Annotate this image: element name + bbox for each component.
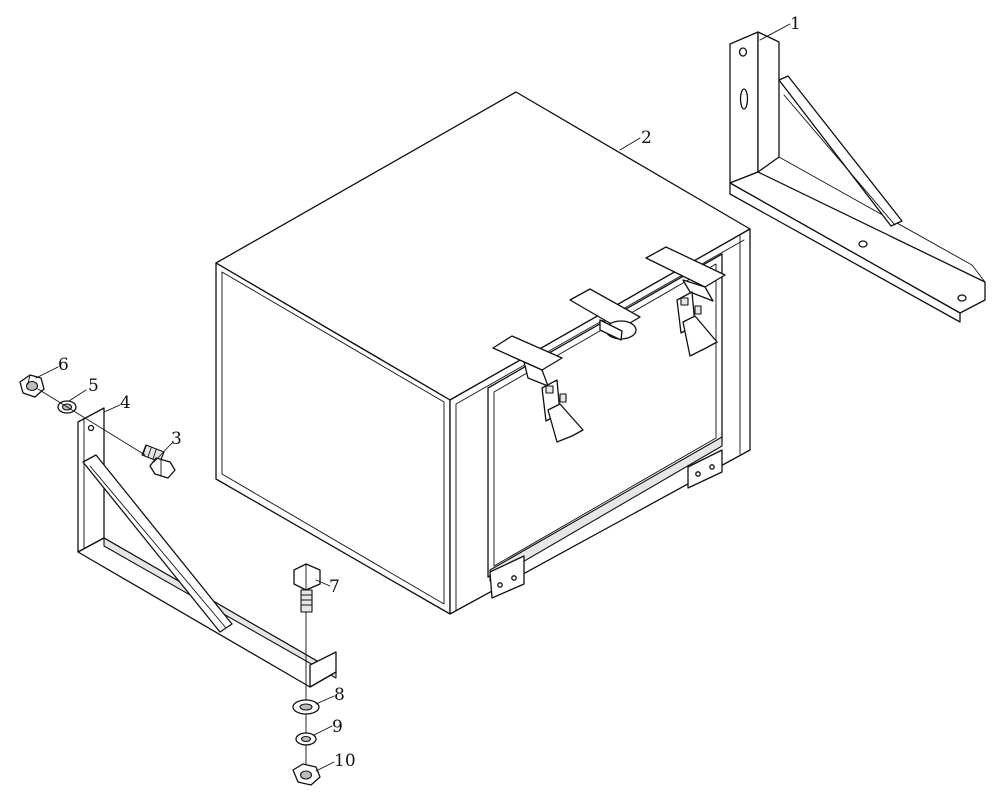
assembly-lines — [37, 388, 307, 766]
callout-leaders — [35, 23, 791, 772]
callout-6: 6 — [58, 355, 69, 375]
part-7-bolt — [293, 563, 321, 613]
part-9-spring-washer — [295, 732, 317, 746]
part-6-nut — [19, 374, 45, 398]
part-3-bolt — [141, 444, 176, 479]
callout-9: 9 — [332, 717, 343, 737]
callout-8: 8 — [334, 685, 345, 705]
callout-labels: 1 2 3 4 5 6 7 8 9 10 — [58, 14, 801, 771]
callout-10: 10 — [334, 751, 356, 771]
callout-2: 2 — [641, 128, 652, 148]
callout-4: 4 — [120, 393, 131, 413]
callout-7: 7 — [329, 577, 340, 597]
callout-5: 5 — [88, 376, 99, 396]
callout-1: 1 — [790, 14, 801, 34]
part-4-left-bracket — [77, 407, 337, 688]
part-2-tool-box — [215, 91, 751, 615]
callout-3: 3 — [171, 429, 182, 449]
part-10-nut — [292, 763, 321, 786]
part-8-washer — [292, 699, 320, 715]
part-1-right-bracket — [729, 31, 986, 323]
